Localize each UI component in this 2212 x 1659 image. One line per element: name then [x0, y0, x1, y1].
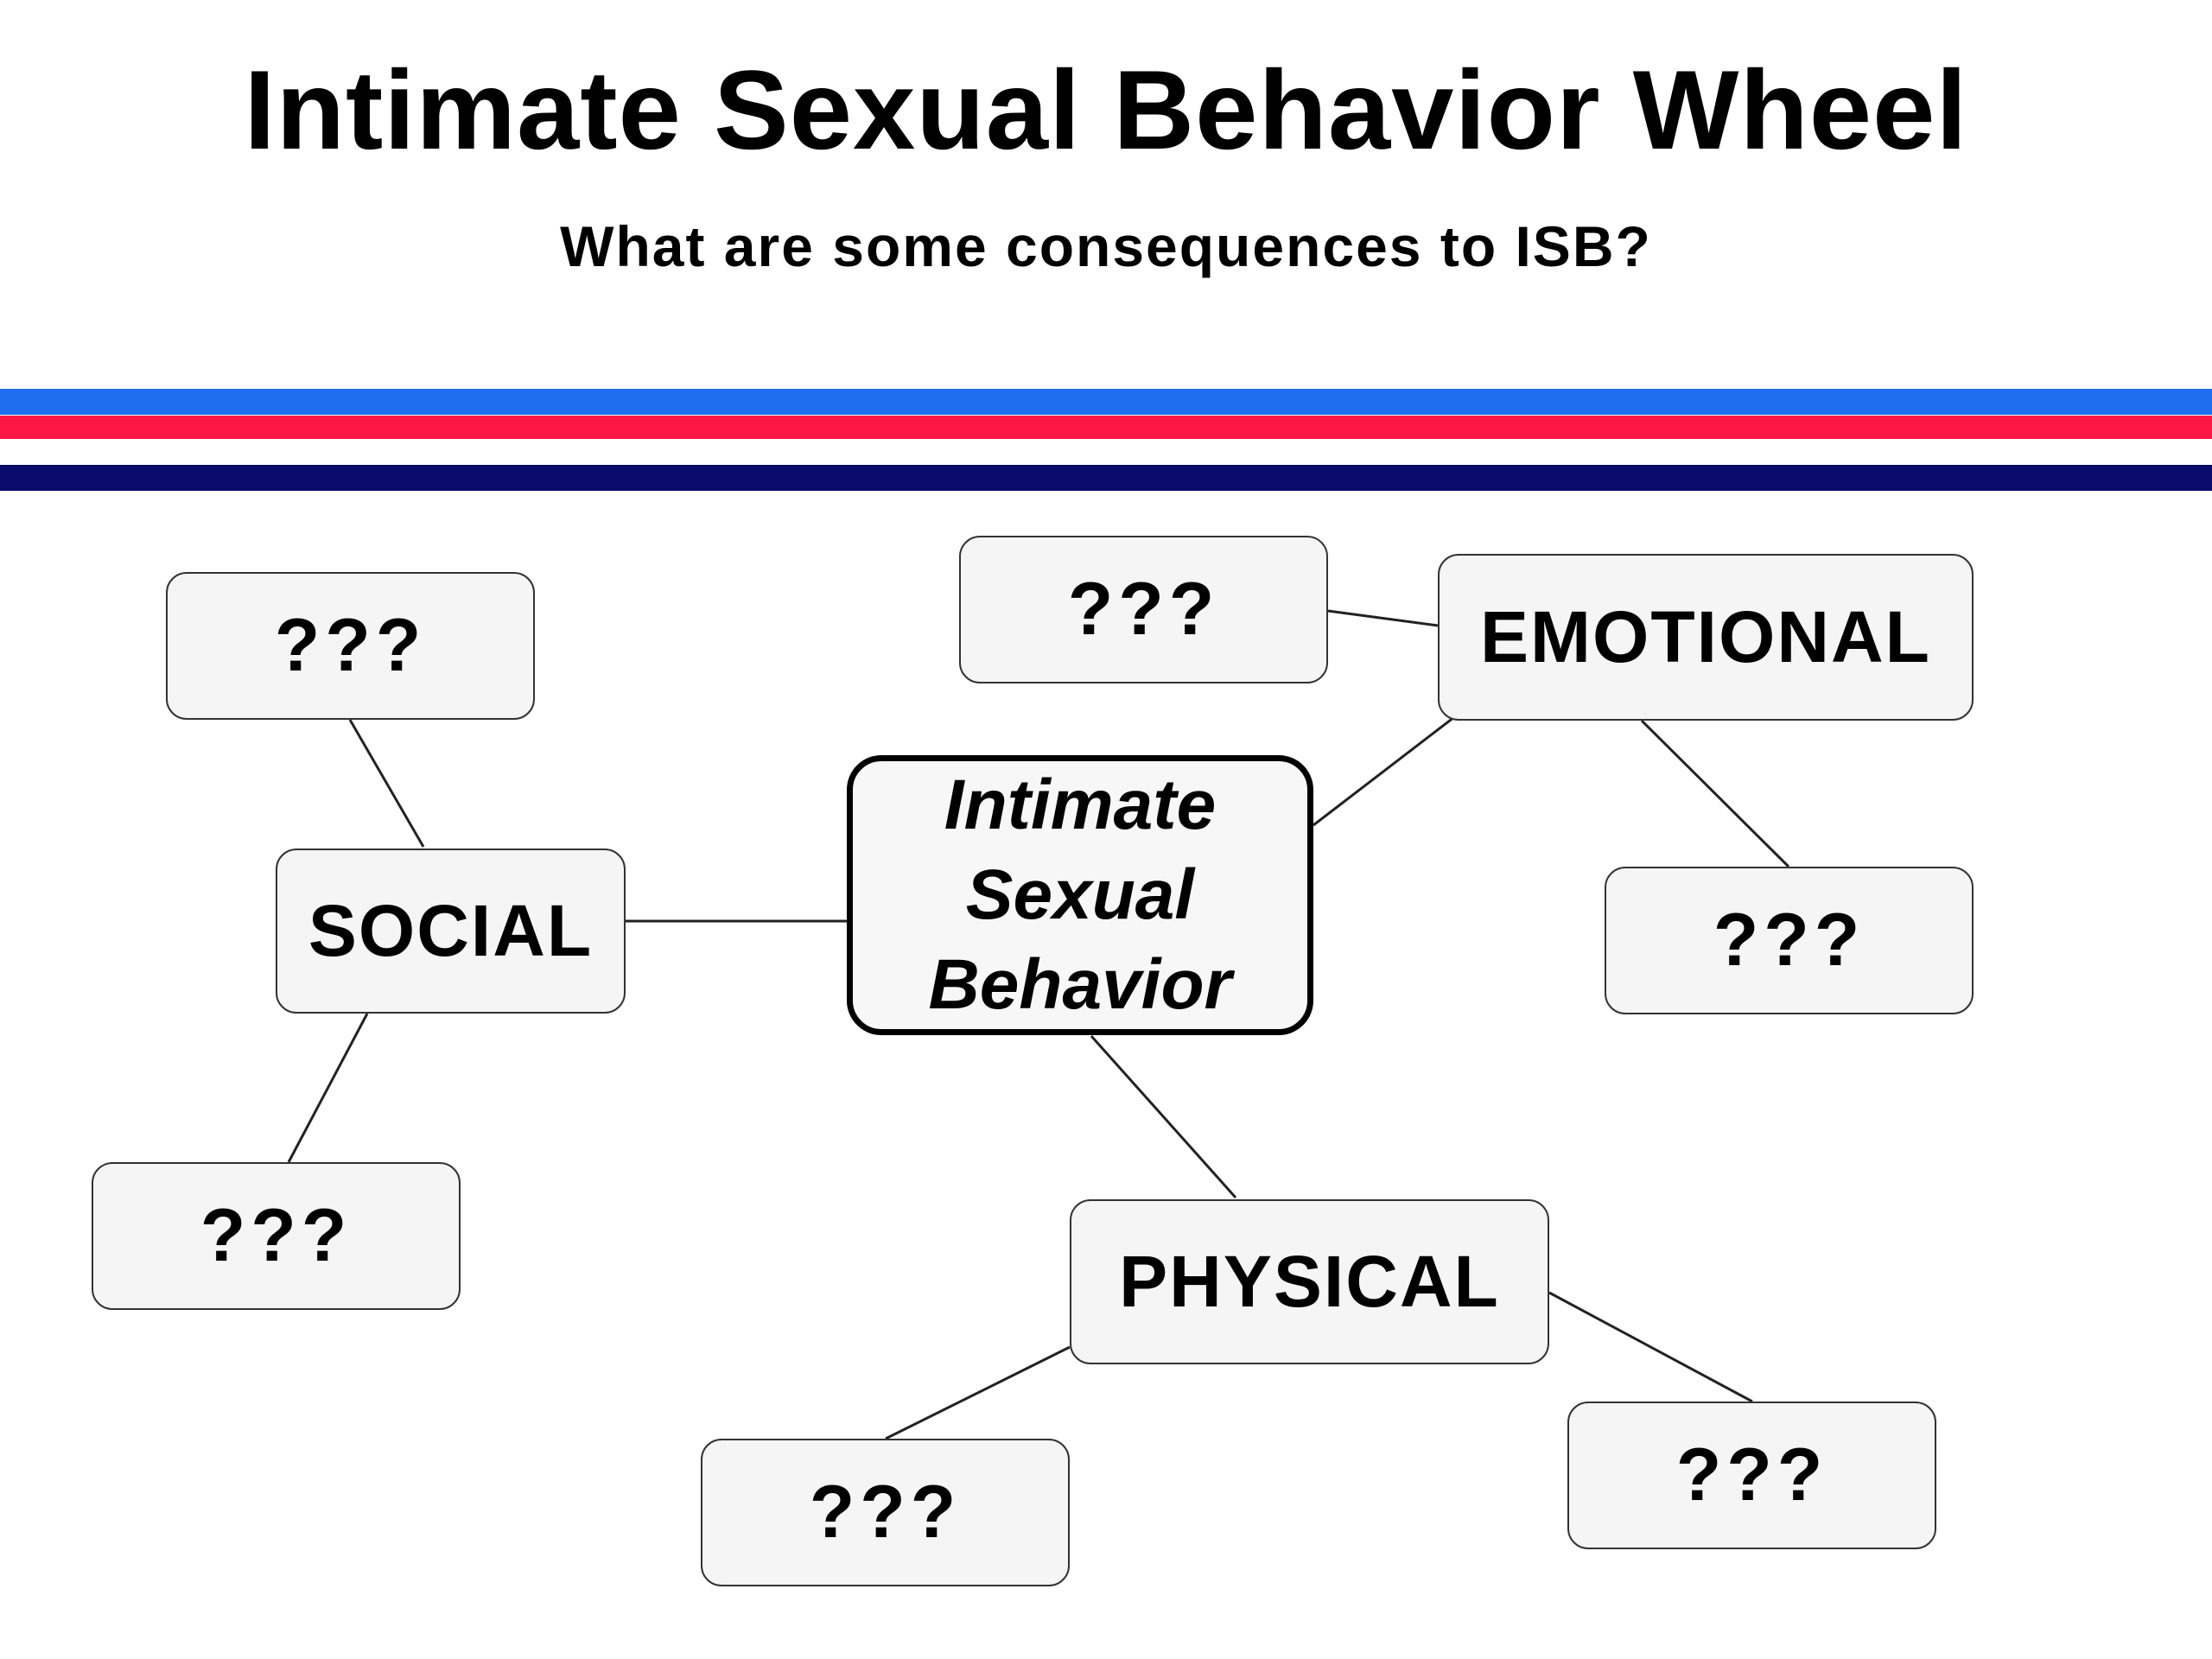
center-node: Intimate Sexual Behavior — [847, 755, 1313, 1035]
physical-right-placeholder: ??? — [1567, 1402, 1936, 1549]
social-top-placeholder: ??? — [166, 572, 535, 720]
center-label-line-2: Sexual — [965, 855, 1195, 934]
line-emotional-left — [1327, 609, 1439, 627]
line-emotional-bottom — [1640, 719, 1790, 868]
line-social-bottom — [287, 1013, 369, 1163]
line-social-top — [348, 719, 425, 848]
emotional-bottom-placeholder: ??? — [1605, 867, 1974, 1014]
center-label-line-3: Behavior — [928, 945, 1232, 1024]
page-title: Intimate Sexual Behavior Wheel — [244, 47, 1968, 173]
physical-left-placeholder: ??? — [701, 1439, 1070, 1586]
stripe-blue — [0, 389, 2212, 415]
social-node: SOCIAL — [276, 849, 626, 1014]
stripe-white — [0, 439, 2212, 465]
emotional-node: EMOTIONAL — [1438, 554, 1974, 721]
line-physical-left — [885, 1345, 1071, 1440]
line-physical-right — [1548, 1291, 1753, 1403]
stripe-red — [0, 416, 2212, 439]
page-subtitle: What are some consequences to ISB? — [560, 214, 1652, 278]
center-label-line-1: Intimate — [944, 766, 1217, 844]
line-center-emotional — [1313, 715, 1455, 827]
emotional-left-placeholder: ??? — [959, 536, 1328, 683]
line-center-physical — [1090, 1035, 1237, 1198]
social-bottom-placeholder: ??? — [92, 1162, 461, 1310]
physical-node: PHYSICAL — [1070, 1199, 1549, 1364]
stripe-navy — [0, 465, 2212, 491]
